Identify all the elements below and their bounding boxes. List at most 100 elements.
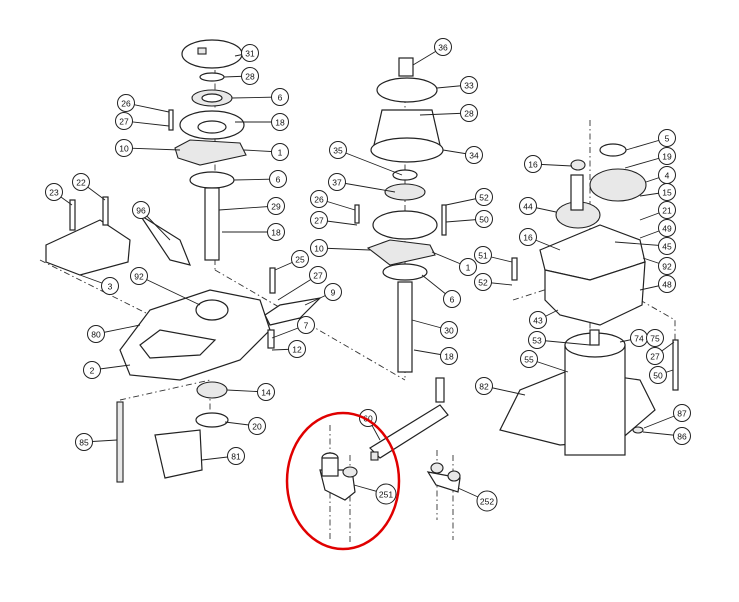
callout-6[interactable]: 6 [443, 290, 461, 308]
callout-86[interactable]: 86 [673, 427, 691, 445]
callout-19[interactable]: 19 [658, 147, 676, 165]
callout-number: 85 [79, 438, 89, 448]
callout-circle [227, 447, 245, 465]
callout-27[interactable]: 27 [115, 112, 133, 130]
nut-part [632, 426, 644, 434]
callout-2[interactable]: 2 [83, 361, 101, 379]
callout-23[interactable]: 23 [45, 183, 63, 201]
callout-252[interactable]: 252 [476, 490, 498, 512]
callout-number: 96 [136, 206, 146, 216]
callout-18[interactable]: 18 [440, 347, 458, 365]
callout-30[interactable]: 30 [440, 321, 458, 339]
callout-50[interactable]: 50 [649, 366, 667, 384]
callout-28[interactable]: 28 [460, 104, 478, 122]
top-cap-part [376, 77, 438, 103]
callout-circle [101, 277, 119, 295]
callout-circle [117, 94, 135, 112]
pin-part [441, 204, 447, 236]
callout-51[interactable]: 51 [474, 246, 492, 264]
center-pawl-plate-part [366, 239, 436, 266]
callout-27[interactable]: 27 [646, 347, 664, 365]
callout-16[interactable]: 16 [524, 155, 542, 173]
callout-18[interactable]: 18 [271, 113, 289, 131]
callout-45[interactable]: 45 [658, 237, 676, 255]
callout-49[interactable]: 49 [658, 219, 676, 237]
leader-line-37 [336, 181, 396, 193]
callout-31[interactable]: 31 [241, 44, 259, 62]
callout-number: 51 [478, 251, 488, 261]
callout-3[interactable]: 3 [101, 277, 119, 295]
callout-52[interactable]: 52 [475, 188, 493, 206]
callout-number: 30 [444, 326, 454, 336]
callout-44[interactable]: 44 [519, 197, 537, 215]
pawl-plate-part [174, 139, 247, 166]
callout-12[interactable]: 12 [288, 340, 306, 358]
callout-16[interactable]: 16 [519, 228, 537, 246]
callout-26[interactable]: 26 [310, 190, 328, 208]
pinion-part [570, 174, 584, 211]
callout-15[interactable]: 15 [658, 183, 676, 201]
callout-circle [75, 433, 93, 451]
callout-circle [309, 266, 327, 284]
callout-18[interactable]: 18 [267, 223, 285, 241]
center-washer-part [382, 263, 428, 281]
callout-10[interactable]: 10 [115, 139, 133, 157]
callout-34[interactable]: 34 [465, 146, 483, 164]
callout-number: 18 [275, 118, 285, 128]
callout-7[interactable]: 7 [297, 316, 315, 334]
callout-82[interactable]: 82 [475, 377, 493, 395]
callout-5[interactable]: 5 [658, 129, 676, 147]
callout-circle [658, 275, 676, 293]
callout-96[interactable]: 96 [132, 201, 150, 219]
callout-33[interactable]: 33 [460, 76, 478, 94]
callout-36[interactable]: 36 [434, 38, 452, 56]
callout-28[interactable]: 28 [241, 67, 259, 85]
bolt-25-part [269, 267, 276, 294]
callout-21[interactable]: 21 [658, 201, 676, 219]
callout-43[interactable]: 43 [529, 311, 547, 329]
callout-4[interactable]: 4 [658, 166, 676, 184]
callout-37[interactable]: 37 [328, 173, 346, 191]
drum-base-part [370, 137, 444, 163]
callout-75[interactable]: 75 [646, 329, 664, 347]
callout-number: 3 [108, 282, 113, 292]
callout-81[interactable]: 81 [227, 447, 245, 465]
callout-9[interactable]: 9 [324, 283, 342, 301]
callout-74[interactable]: 74 [630, 329, 648, 347]
callout-35[interactable]: 35 [329, 141, 347, 159]
callout-55[interactable]: 55 [520, 350, 538, 368]
callout-number: 92 [134, 272, 144, 282]
callout-22[interactable]: 22 [72, 173, 90, 191]
callout-251[interactable]: 251 [375, 483, 397, 505]
callout-25[interactable]: 25 [291, 250, 309, 268]
callout-85[interactable]: 85 [75, 433, 93, 451]
callout-6[interactable]: 6 [269, 170, 287, 188]
callout-number: 6 [450, 295, 455, 305]
callout-53[interactable]: 53 [528, 331, 546, 349]
callout-87[interactable]: 87 [673, 404, 691, 422]
callout-1[interactable]: 1 [271, 143, 289, 161]
left-winch-assembly [45, 39, 247, 276]
callout-48[interactable]: 48 [658, 275, 676, 293]
callout-1[interactable]: 1 [459, 258, 477, 276]
callout-27[interactable]: 27 [310, 211, 328, 229]
callout-26[interactable]: 26 [117, 94, 135, 112]
leader-line-92 [138, 275, 201, 306]
center-shaft-part [397, 281, 413, 373]
callout-92[interactable]: 92 [130, 267, 148, 285]
callout-14[interactable]: 14 [257, 383, 275, 401]
callout-6[interactable]: 6 [271, 88, 289, 106]
callout-52[interactable]: 52 [474, 273, 492, 291]
callout-circle [375, 483, 397, 505]
callout-80[interactable]: 80 [87, 325, 105, 343]
callout-10[interactable]: 10 [310, 239, 328, 257]
callout-50[interactable]: 50 [475, 210, 493, 228]
callout-29[interactable]: 29 [267, 197, 285, 215]
callout-92[interactable]: 92 [658, 257, 676, 275]
callout-27[interactable]: 27 [309, 266, 327, 284]
callout-number: 2 [90, 366, 95, 376]
callout-number: 1 [466, 263, 471, 273]
leader-line-35 [337, 149, 403, 176]
callout-20[interactable]: 20 [248, 417, 266, 435]
spring-part [267, 329, 275, 349]
